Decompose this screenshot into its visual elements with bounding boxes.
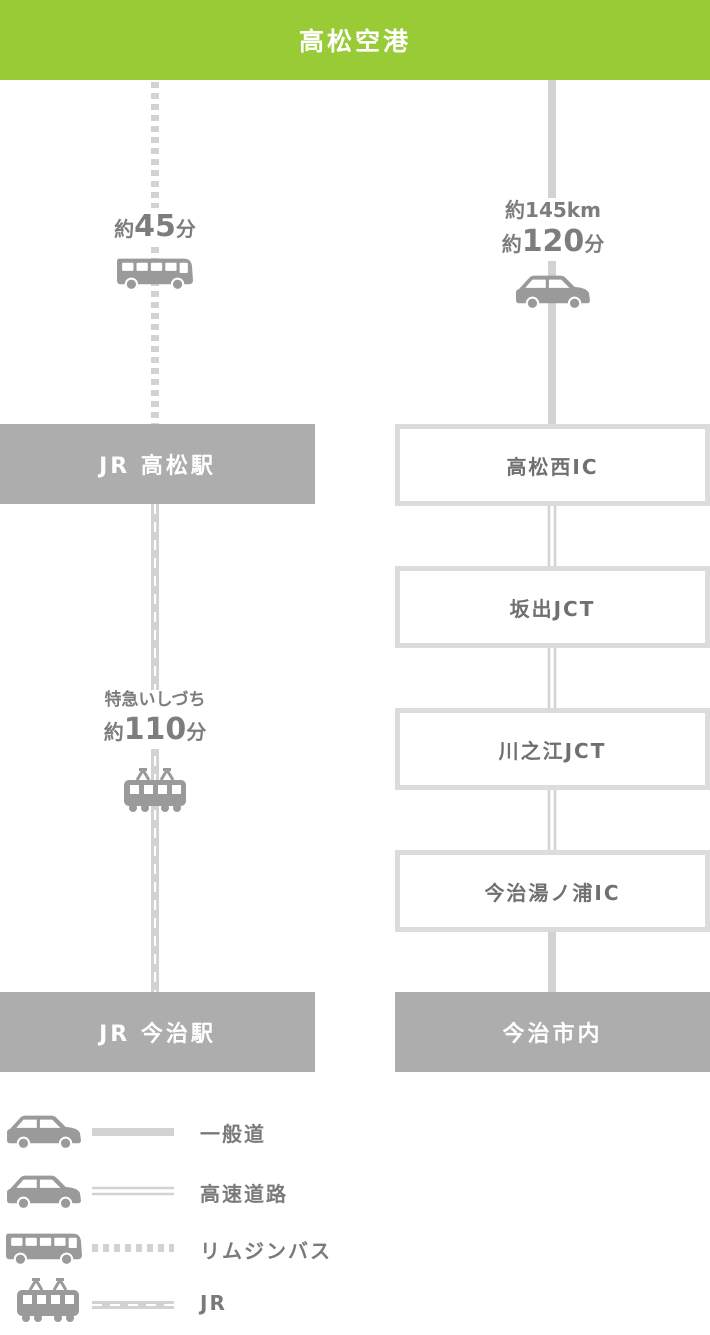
car-icon (515, 274, 591, 310)
page-title: 高松空港 (0, 0, 710, 80)
destination-imabari-city: 今治市内 (395, 992, 710, 1072)
legend-train-icon (16, 1278, 80, 1324)
train-time-label: 特急いしづち 約110分 (80, 690, 230, 749)
bus-icon (116, 257, 194, 291)
legend-line-dotted (92, 1244, 174, 1252)
car-distance: 約145km (505, 198, 601, 222)
legend-line-dashed (92, 1301, 174, 1309)
legend-label-limousine-bus: リムジンバス (200, 1239, 332, 1263)
expressway-lines (547, 504, 557, 852)
legend-line-double (92, 1186, 174, 1196)
station-jr-imabari: JR 今治駅 (0, 992, 315, 1072)
train-name: 特急いしづち (104, 690, 206, 710)
legend-car-icon (6, 1174, 82, 1210)
jct-sakaide: 坂出JCT (395, 566, 710, 648)
station-jr-takamatsu: JR 高松駅 (0, 424, 315, 504)
legend-car-icon (6, 1114, 82, 1150)
train-icon (123, 768, 187, 814)
route-lines (151, 80, 557, 993)
legend-bus-icon (5, 1232, 83, 1266)
legend-label-general-road: 一般道 (200, 1122, 266, 1146)
legend-label-jr: JR (200, 1291, 227, 1315)
ic-imabari-yunoura: 今治湯ノ浦IC (395, 850, 710, 932)
jct-kawanoe: 川之江JCT (395, 708, 710, 790)
legend-line-solid (92, 1128, 174, 1136)
bus-time-label: 約45分 (95, 208, 215, 246)
ic-takamatsu-nishi: 高松西IC (395, 424, 710, 506)
legend-label-expressway: 高速道路 (200, 1182, 288, 1206)
car-time-label: 約145km 約120分 (478, 198, 628, 261)
